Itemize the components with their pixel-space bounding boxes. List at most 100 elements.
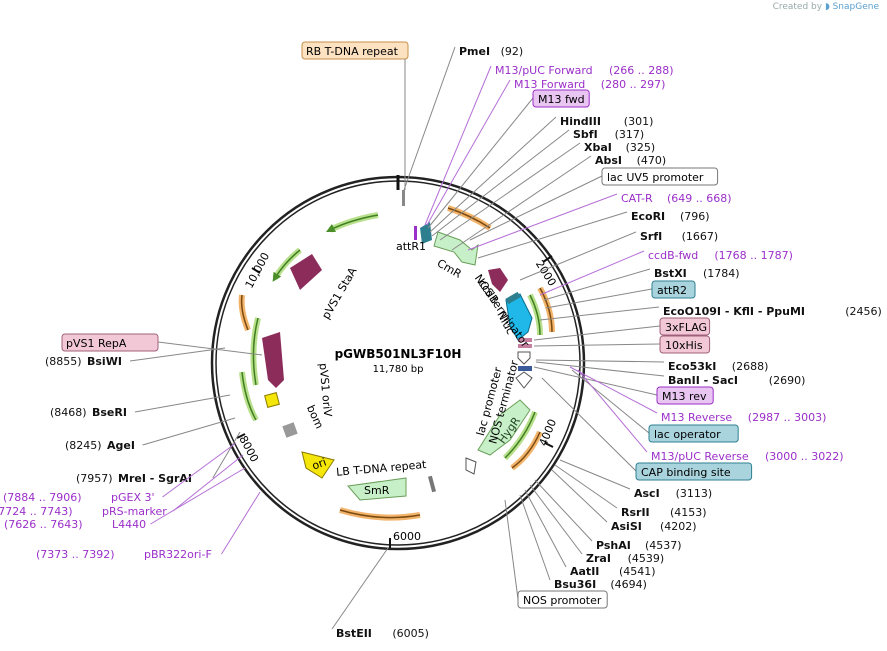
leader-17: [533, 343, 661, 347]
green-arc-left-low-line: [241, 371, 257, 421]
site-pos-0: (92): [501, 45, 524, 58]
plasmid-size: 11,780 bp: [373, 364, 424, 375]
site-label-31: Bsu36I: [554, 578, 596, 591]
leader-6: [439, 142, 581, 241]
his-marker: [518, 344, 532, 348]
orange-arc-top-right-line: [447, 207, 491, 229]
right-labels: PmeI(92)M13/pUC Forward(266 .. 288)M13 F…: [331, 45, 882, 640]
site-label-19: BanII - SacI: [668, 374, 738, 387]
site-label-30: AatII: [570, 565, 599, 578]
feature-label-8: lac UV5 promoter: [607, 171, 704, 184]
box-rb: [301, 41, 409, 60]
site-pos-21: (2987 .. 3003): [748, 411, 827, 424]
leader-24: [541, 377, 637, 472]
site-pos-13: (1784): [703, 267, 740, 280]
site-label-left-3: AgeI: [107, 439, 135, 452]
leader-32: [504, 499, 519, 600]
site-pos-28: (4537): [645, 539, 682, 552]
hygr-arrow: [477, 399, 531, 456]
leader-15: [539, 306, 660, 321]
snapgene-logo-icon: ◗: [824, 2, 830, 12]
nluc-arrow: [505, 293, 533, 341]
site-label-left-5: pGEX 3': [111, 491, 155, 504]
site-label-26: RsrII: [621, 506, 650, 519]
feature-label-3: M13 fwd: [538, 93, 585, 106]
site-pos-7: (470): [637, 154, 667, 167]
cmr-arrow: [433, 231, 479, 266]
site-label-18: Eco53kI: [668, 360, 716, 373]
box-24: [635, 462, 753, 481]
leader-left-2: [134, 394, 231, 413]
leader-7: [451, 155, 592, 251]
ruler-tick-10000: [251, 267, 261, 274]
pvs1-oriv-marker: [264, 392, 280, 408]
ruler-tick-8000: [236, 433, 246, 439]
feature-label-22: lac operator: [654, 428, 721, 441]
site-label-28: PshAI: [596, 539, 631, 552]
leader-left-8: [221, 491, 261, 555]
site-pos-18: (2688): [732, 360, 769, 373]
feature-label-20: M13 rev: [662, 390, 707, 403]
green-arc-top-line: [325, 214, 379, 233]
box-32: [517, 590, 608, 609]
ruler-label-6000: 6000: [393, 530, 421, 543]
leader-26: [554, 464, 618, 509]
lac-op-marker: [518, 366, 532, 371]
leader-12: [539, 250, 645, 296]
box-14: [651, 280, 696, 299]
site-label-21: M13 Reverse: [661, 411, 732, 424]
site-label-27: AsiSI: [611, 520, 642, 533]
m13-fwd-marker: [414, 226, 417, 240]
site-label-9: CAT-R: [621, 192, 653, 205]
feature-label-14: attR2: [657, 284, 687, 297]
credit-text: Created by: [772, 2, 823, 12]
ori-arrow: [301, 451, 335, 479]
site-pos-11: (1667): [682, 230, 719, 243]
site-pos-left-7: (7626 .. 7643): [4, 518, 83, 531]
leader-33: [331, 547, 389, 630]
site-label-0: PmeI: [459, 45, 490, 58]
site-label-10: EcoRI: [631, 210, 665, 223]
leader-9: [467, 193, 618, 251]
site-label-25: AscI: [634, 487, 660, 500]
site-pos-left-2: (8468): [50, 406, 87, 419]
ccdb-arrow: [488, 268, 508, 292]
orange-arc-lower-right-line: [511, 431, 541, 469]
site-label-4: HindIII: [560, 115, 601, 128]
leader-11: [519, 231, 637, 281]
leader-repa: [157, 341, 263, 356]
box-16: [659, 317, 711, 336]
ruler-label-10000: 10,000: [243, 250, 273, 290]
green-arc-lower-right-line: [504, 411, 536, 459]
credit-brand: SnapGene: [832, 2, 879, 12]
leader-13: [543, 268, 651, 301]
site-label-left-1: BsiWI: [87, 355, 122, 368]
leader-left-4: [212, 431, 241, 479]
site-pos-left-1: (8855): [45, 355, 82, 368]
green-arc-right-line: [529, 294, 541, 336]
label-pvs1-staa: pVS1 StaA: [319, 265, 359, 322]
bom-marker: [282, 422, 298, 438]
site-pos-left-4: (7957): [76, 472, 113, 485]
site-pos-5: (317): [615, 128, 645, 141]
nos-prom-arrow: [465, 457, 477, 475]
site-pos-left-8: (7373 .. 7392): [36, 548, 115, 561]
site-pos-2: (280 .. 297): [601, 78, 666, 91]
leader-3: [427, 97, 534, 229]
site-pos-23: (3000 .. 3022): [765, 450, 844, 463]
box-17: [659, 335, 711, 354]
site-label-12: ccdB-fwd: [648, 249, 698, 262]
ruler-tick-2000: [542, 255, 553, 263]
feature-label-32: NOS promoter: [523, 594, 602, 607]
green-arc-right: [527, 293, 543, 336]
label-ori: ori: [310, 456, 328, 473]
label-cmr: CmR: [435, 257, 464, 281]
leader-left-3: [142, 417, 236, 446]
site-label-left-4: MreI - SgrAI: [118, 472, 192, 485]
label-lb: LB T-DNA repeat: [336, 458, 428, 479]
site-label-left-8: pBR322ori-F: [144, 548, 212, 561]
snapgene-credit: Created by ◗ SnapGene: [773, 2, 879, 12]
site-pos-left-3: (8245): [65, 439, 102, 452]
orange-arc-bottom-line: [339, 509, 421, 519]
feature-label-16: 3xFLAG: [665, 321, 707, 334]
